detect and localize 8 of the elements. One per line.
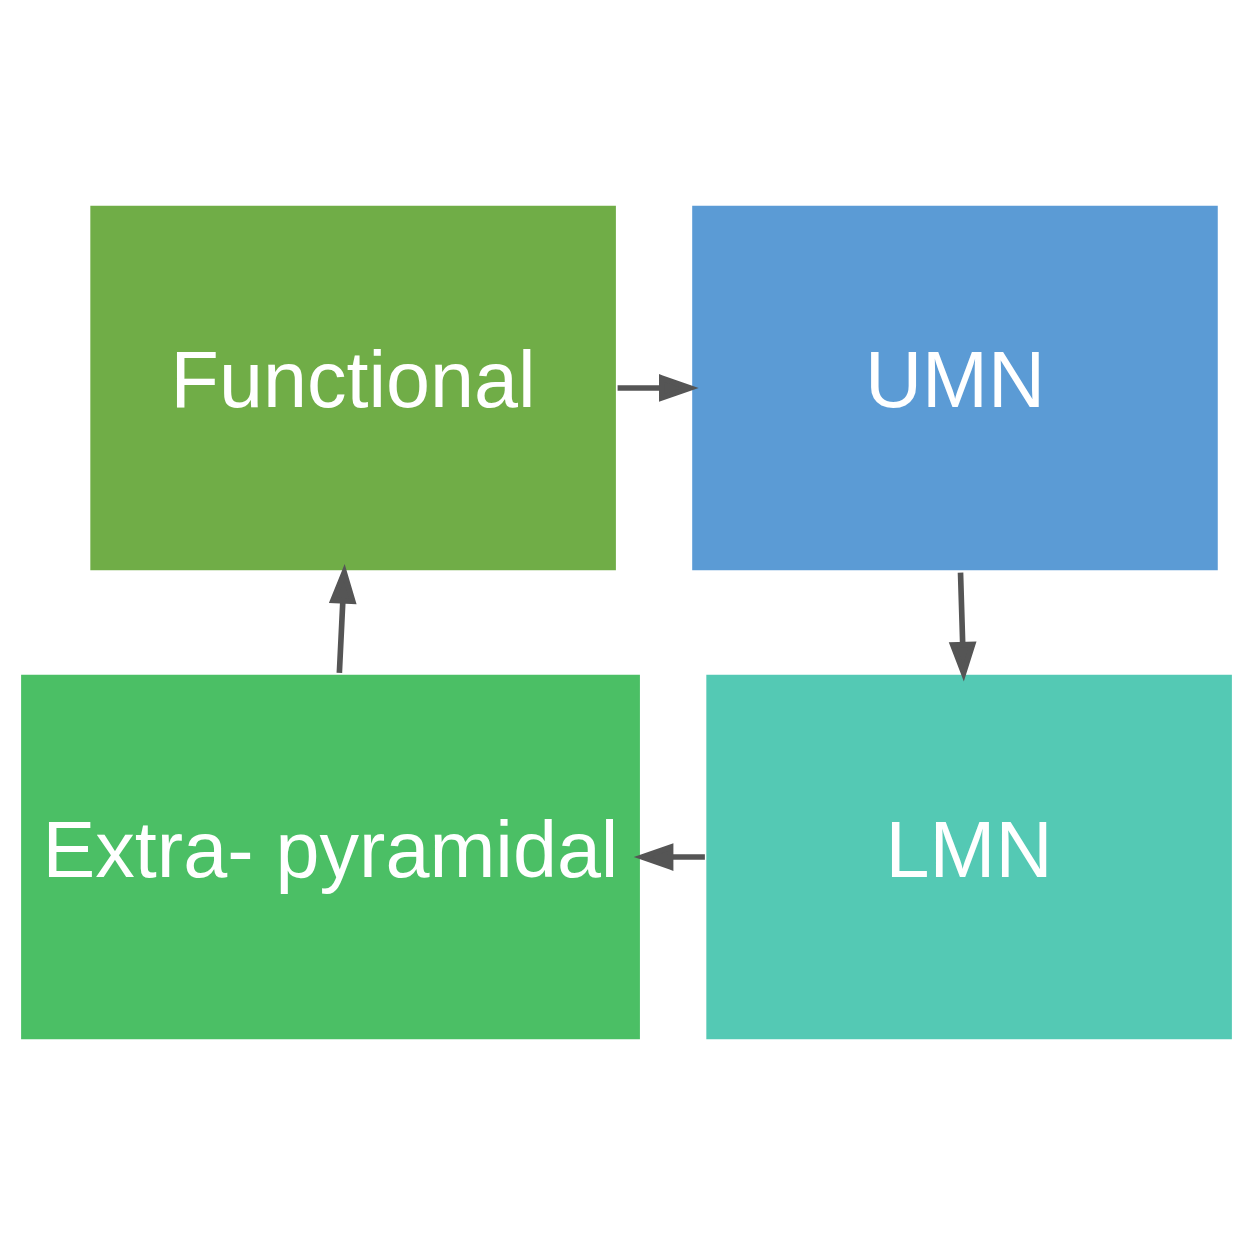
node-box: Extra- pyramidal (18, 671, 643, 1042)
arrow (633, 842, 705, 871)
arrow (328, 563, 357, 673)
arrow (948, 572, 977, 681)
node-box: Functional (87, 202, 619, 573)
arrow (617, 373, 699, 402)
node-box: UMN (689, 202, 1221, 573)
node-box: LMN (703, 671, 1235, 1042)
